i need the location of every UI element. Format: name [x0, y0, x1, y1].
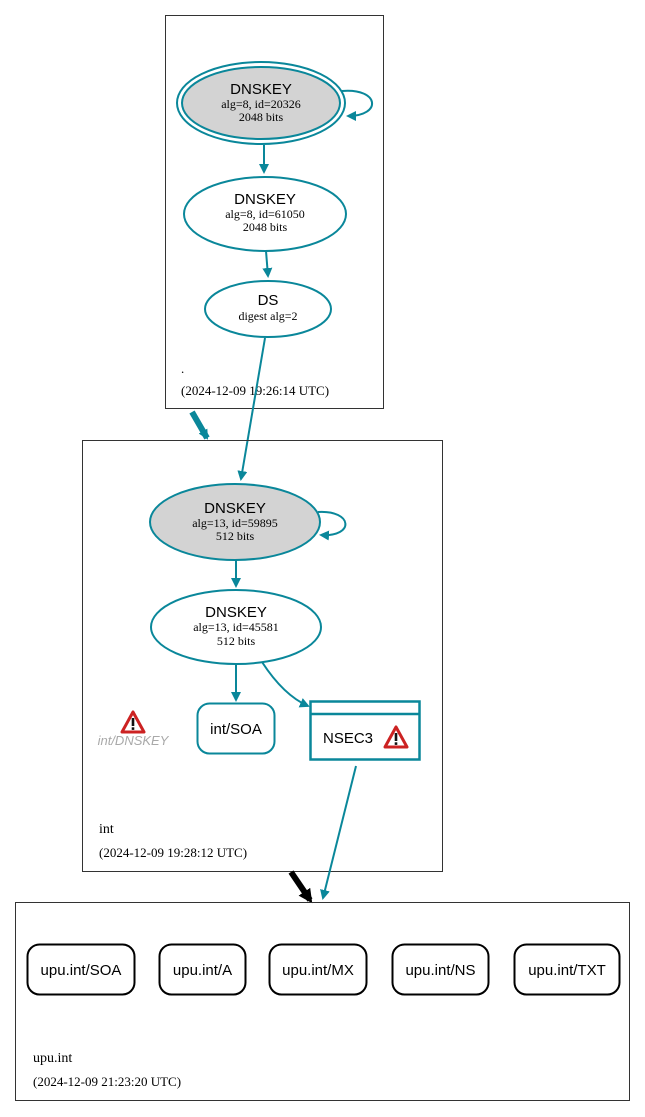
edge-int-ksk-selfsign [317, 510, 347, 541]
node-int-nsec3-label: NSEC3 [323, 730, 373, 747]
node-root-zsk-alg: alg=8, id=61050 [225, 207, 305, 221]
node-int-dnskey-label: int/DNSKEY [98, 733, 170, 748]
zone-int: int (2024-12-09 19:28:12 UTC) [82, 440, 443, 872]
node-upu-ns[interactable]: upu.int/NS [391, 943, 490, 996]
edge-root-ksk-selfsign [341, 89, 374, 121]
node-upu-mx[interactable]: upu.int/MX [268, 943, 368, 996]
node-int-soa[interactable]: int/SOA [196, 702, 276, 755]
zone-int-name: int [99, 822, 114, 837]
zone-root: . (2024-12-09 19:26:14 UTC) [165, 15, 384, 409]
node-upu-a[interactable]: upu.int/A [158, 943, 247, 996]
delegation-arrow-int-to-upu [288, 870, 313, 904]
node-int-ksk-bits: 512 bits [216, 529, 255, 543]
node-int-soa-label: int/SOA [210, 721, 262, 738]
node-root-ksk-title: DNSKEY [230, 81, 292, 98]
node-upu-ns-label: upu.int/NS [405, 962, 475, 979]
node-int-ksk-alg: alg=13, id=59895 [192, 516, 278, 530]
node-int-ksk[interactable]: DNSKEY alg=13, id=59895 512 bits [149, 483, 321, 561]
zone-upu-name: upu.int [33, 1051, 72, 1066]
node-int-zsk[interactable]: DNSKEY alg=13, id=45581 512 bits [150, 589, 322, 665]
node-upu-txt-label: upu.int/TXT [528, 962, 606, 979]
int-dnskey-warning-icon [120, 710, 146, 734]
zone-upu: upu.int (2024-12-09 21:23:20 UTC) [15, 902, 630, 1101]
delegation-arrow-root-to-int [189, 410, 210, 440]
node-root-zsk-title: DNSKEY [234, 191, 296, 208]
node-upu-a-label: upu.int/A [173, 962, 232, 979]
zone-int-box [82, 440, 443, 872]
edge-int-zsk-to-nsec3 [261, 661, 310, 708]
zone-int-timestamp: (2024-12-09 19:28:12 UTC) [99, 845, 247, 860]
nsec3-warning-icon [383, 725, 409, 749]
node-int-ksk-title: DNSKEY [204, 500, 266, 517]
node-root-ds-title: DS [258, 292, 279, 309]
node-root-zsk-bits: 2048 bits [243, 220, 288, 234]
edge-root-zsk-to-ds [262, 250, 273, 278]
node-int-zsk-title: DNSKEY [205, 604, 267, 621]
node-int-zsk-bits: 512 bits [217, 634, 256, 648]
node-root-ds-digest: digest alg=2 [238, 309, 297, 323]
zone-upu-timestamp: (2024-12-09 21:23:20 UTC) [33, 1074, 181, 1089]
node-upu-txt[interactable]: upu.int/TXT [513, 943, 621, 996]
node-root-zsk[interactable]: DNSKEY alg=8, id=61050 2048 bits [183, 176, 347, 252]
node-upu-soa[interactable]: upu.int/SOA [26, 943, 136, 996]
edge-root-ds-to-int-ksk [237, 337, 266, 481]
node-int-nsec3[interactable]: NSEC3 [309, 700, 421, 761]
zone-upu-box [15, 902, 630, 1101]
zone-root-box [165, 15, 384, 409]
node-root-ksk[interactable]: DNSKEY alg=8, id=20326 2048 bits [176, 61, 346, 145]
node-root-ds[interactable]: DS digest alg=2 [204, 280, 332, 338]
zone-root-name: . [181, 361, 184, 376]
node-int-dnskey-missing[interactable]: int/DNSKEY [98, 710, 170, 748]
node-upu-soa-label: upu.int/SOA [41, 962, 122, 979]
edge-nsec3-to-upu [320, 765, 357, 900]
node-root-ksk-bits: 2048 bits [239, 110, 284, 124]
zone-root-timestamp: (2024-12-09 19:26:14 UTC) [181, 383, 329, 398]
node-int-zsk-alg: alg=13, id=45581 [193, 620, 279, 634]
node-upu-mx-label: upu.int/MX [282, 962, 354, 979]
node-root-ksk-alg: alg=8, id=20326 [221, 97, 301, 111]
